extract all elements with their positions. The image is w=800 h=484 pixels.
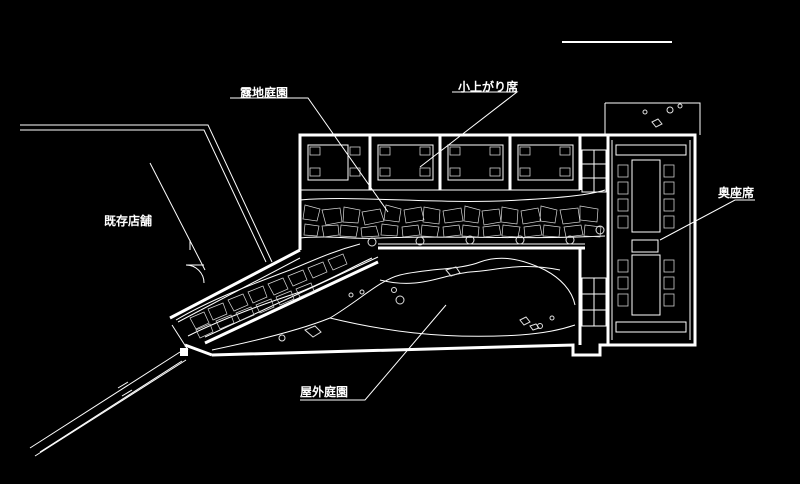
existing-store-outline bbox=[20, 124, 273, 284]
label-koagari-seats: 小上がり席 bbox=[458, 79, 518, 94]
leader-lines bbox=[230, 91, 755, 401]
label-roji-garden: 露地庭園 bbox=[240, 85, 288, 100]
upper-right-entry bbox=[604, 102, 701, 135]
label-outdoor-garden: 屋外庭園 bbox=[300, 384, 348, 399]
roji-stone-path bbox=[175, 189, 606, 339]
koagari-booths bbox=[300, 135, 607, 327]
outdoor-garden bbox=[211, 257, 576, 351]
label-back-seats: 奥座席 bbox=[718, 185, 754, 200]
building-walls bbox=[169, 133, 697, 357]
label-existing-store: 既存店舗 bbox=[104, 213, 152, 228]
back-seats bbox=[615, 144, 687, 333]
approach-path bbox=[29, 348, 188, 457]
